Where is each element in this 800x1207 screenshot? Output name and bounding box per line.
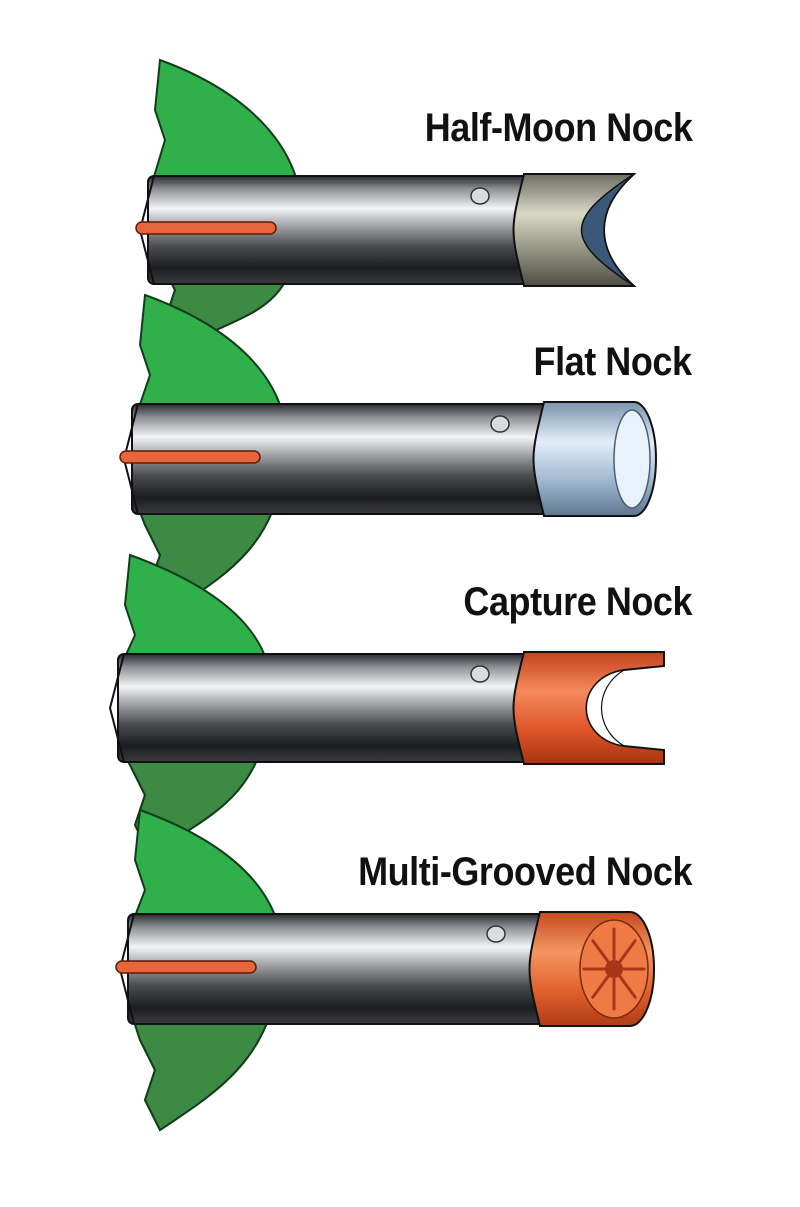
multi-groove-center	[605, 960, 623, 978]
arrow-half-moon	[135, 58, 637, 352]
cock-vane	[119, 450, 261, 464]
arrow-flat	[119, 293, 657, 617]
multi-groove-line	[618, 939, 637, 964]
shaft-rivet	[470, 665, 490, 683]
capture-nock-slot	[586, 669, 625, 747]
arrow-multi-grooved	[115, 808, 655, 1132]
label-flat-nock: Flat Nock	[534, 340, 692, 384]
label-half-moon-nock: Half-Moon Nock	[424, 106, 692, 150]
shaft-rivet	[490, 415, 510, 433]
label-multi-grooved-nock: Multi-Grooved Nock	[358, 850, 692, 894]
arrow-capture	[108, 553, 665, 857]
multi-groove-line	[591, 974, 610, 999]
label-capture-nock: Capture Nock	[463, 580, 692, 624]
half-moon-groove	[580, 173, 635, 287]
shaft-end-edge	[108, 653, 125, 763]
cock-vane	[115, 960, 257, 974]
multi-groove-line	[618, 974, 637, 999]
flat-nock-face	[613, 409, 651, 509]
shaft-rivet	[486, 925, 506, 943]
shaft-rivet	[470, 187, 490, 205]
cock-vane	[135, 221, 277, 235]
multi-groove-line	[591, 939, 610, 964]
